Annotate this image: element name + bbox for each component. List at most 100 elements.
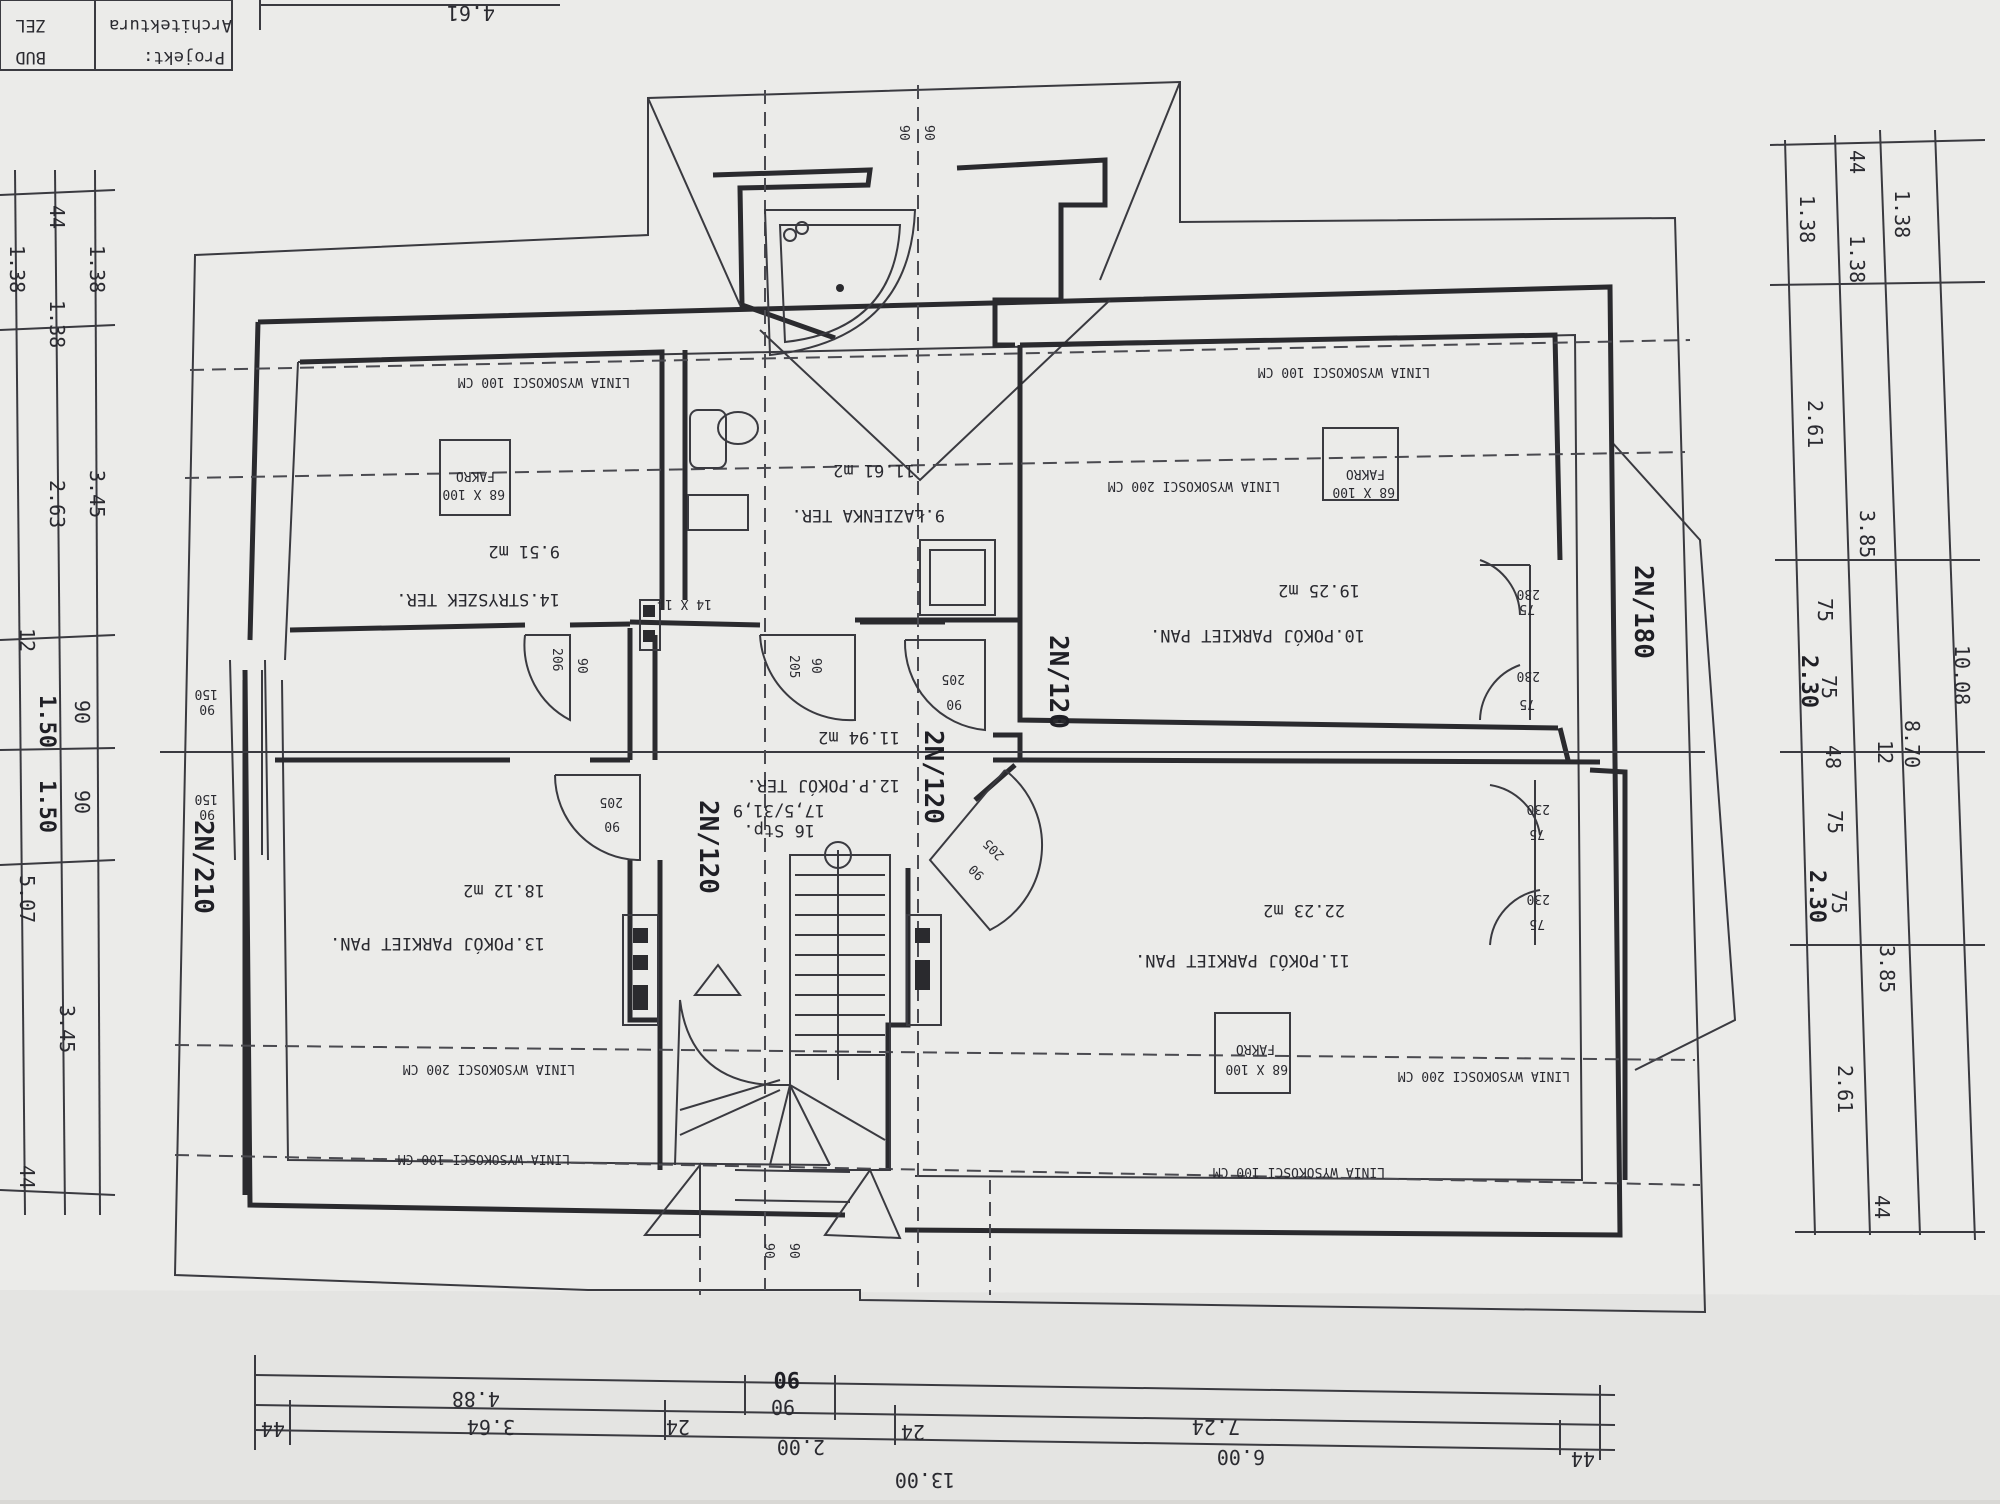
dim-left-138-a: 1.38 (5, 245, 29, 293)
dim-bottom-44-a: 44 (261, 1417, 285, 1441)
room-labels: 9.ŁAZIENKA TER. 11.61 m2 10.POKÓJ PARKIE… (330, 460, 1365, 972)
left-dimensions: 1.38 1.38 1.38 44 3.45 2.63 12 1.50 1.50… (0, 169, 116, 1216)
dim-right-138-a: 1.38 (1890, 190, 1914, 238)
room9-name: 9.ŁAZIENKA TER. (791, 505, 945, 525)
room11-name: 11.POKÓJ PARKIET PAN. (1135, 950, 1350, 972)
dim-left-345-b: 3.45 (55, 1005, 79, 1053)
dim-left-90-b: 90 (70, 790, 94, 814)
title-bud-label: BUD (15, 47, 46, 67)
dim-left-138-b: 1.38 (45, 300, 69, 348)
door-w90-c: 90 (946, 696, 962, 711)
dim-bottom-44-b: 44 (1571, 1447, 1595, 1471)
dim-left-150-b: 1.50 (34, 780, 59, 833)
room10-name: 10.POKÓJ PARKIET PAN. (1150, 625, 1365, 647)
dim-right-138-c: 1.38 (1795, 195, 1819, 243)
dim-right-385-b: 3.85 (1875, 945, 1899, 993)
dim-right-44-a: 44 (1845, 150, 1869, 174)
dim-right-261-a: 2.61 (1803, 400, 1827, 448)
dim-right-75-d: 75 (1827, 890, 1851, 914)
dim-bottom-200: 2.00 (777, 1435, 825, 1459)
dim-left-44: 44 (45, 205, 69, 229)
title-architecture-label: Architektura (109, 15, 232, 35)
dim-left-12: 12 (15, 628, 39, 652)
dim-bottom-724: 7.24 (1192, 1415, 1240, 1439)
dim-bottom-90-b: 90 (771, 1395, 795, 1419)
dim-bottom-90-a: 90 (774, 1366, 801, 1391)
door-h230-d: 230 (1527, 891, 1550, 906)
title-zel-label: ZEL (15, 15, 46, 35)
dim-right-75-a: 75 (1813, 598, 1837, 622)
room10-walls (1017, 332, 1571, 761)
dim-left-44-b: 44 (15, 1165, 39, 1189)
stair-rise: 17,5/31,9 (733, 800, 825, 820)
paper-lower-band (0, 1290, 2000, 1500)
skylight-room10 (1322, 427, 1399, 501)
door-h205-d: 205 (600, 794, 623, 809)
roof-outline (173, 80, 1707, 1314)
room10-area: 19.25 m2 (1278, 580, 1360, 600)
door-w75-b: 75 (1519, 696, 1535, 711)
door-h205-b: 205 (786, 655, 801, 678)
door-w90-f: 90 (199, 701, 215, 716)
dim-right-870: 8.70 (1900, 720, 1924, 768)
dim-bottom-24-b: 24 (901, 1420, 925, 1444)
dim-right-75-b: 75 (1817, 675, 1841, 699)
gable-outline (1609, 439, 1737, 1071)
dim-left-90-a: 90 (70, 700, 94, 724)
dim-right-230-a: 2.30 (1796, 655, 1821, 708)
dim-right-48: 48 (1821, 745, 1845, 769)
door-h150-g: 150 (195, 791, 218, 806)
skylight-room11-brand: FAKRO (1236, 1041, 1275, 1056)
dim-bottom-364: 3.64 (467, 1415, 515, 1439)
height-line-200-room11: LINIA WYSOKOSCI 200 CM (1398, 1068, 1570, 1083)
bathroom-fixtures (687, 209, 996, 616)
dim-bottom-24-a: 24 (666, 1415, 690, 1439)
bathroom-bay-walls (712, 157, 1108, 348)
door-w90-d: 90 (604, 818, 620, 833)
height-line-200-room10: LINIA WYSOKOSCI 200 CM (1108, 478, 1280, 493)
height-line-100-room13: LINIA WYSOKOSCI 100 CM (398, 1151, 570, 1166)
stair-hall-walls (627, 628, 663, 1170)
room13-walls (242, 680, 630, 1195)
dim-right-75-c: 75 (1823, 810, 1847, 834)
dim-bottom-600: 6.00 (1217, 1445, 1265, 1469)
height-line-100-room11: LINIA WYSOKOSCI 100 CM (1213, 1164, 1385, 1179)
bay-w90-a: 90 (896, 125, 911, 141)
skylight-room11 (1214, 1012, 1291, 1094)
dim-bottom-488: 4.88 (452, 1387, 500, 1411)
vent-size: 14 X 14 (657, 596, 712, 611)
dim-right-230-b: 2.30 (1804, 870, 1829, 923)
title-project-label: Projekt: (143, 47, 225, 67)
door-labels: 2N/120 2N/120 2N/120 2N/180 2N/210 90 20… (188, 125, 1658, 1259)
door-h230-c: 230 (1527, 801, 1550, 816)
door-w90-g: 90 (199, 806, 215, 821)
height-line-100-room10: LINIA WYSOKOSCI 100 CM (1258, 364, 1430, 379)
door-h150-f: 150 (195, 686, 218, 701)
room13-area: 18.12 m2 (463, 880, 545, 900)
dim-left-507: 5.07 (15, 875, 39, 923)
bathroom-bay-diagonals (647, 81, 1181, 482)
skylight-labels: 68 X 100 FAKRO 68 X 100 FAKRO 68 X 100 F… (442, 466, 1395, 1076)
room12-name: 12.P.POKÓJ TER. (746, 775, 900, 797)
door-2n210: 2N/210 (188, 820, 218, 914)
room13-name: 13.POKÓJ PARKIET PAN. (330, 933, 545, 955)
dim-right-385-a: 3.85 (1855, 510, 1879, 558)
dim-right-1008: 10.08 (1950, 645, 1974, 705)
room11-area: 22.23 m2 (1263, 900, 1345, 920)
title-block: Projekt: Architektura BUD ZEL 4.61 (0, 0, 560, 71)
entry-w90-b: 90 (786, 1243, 801, 1259)
dim-right-12: 12 (1873, 740, 1897, 764)
staircase (642, 841, 902, 1240)
door-w75-c: 75 (1529, 826, 1545, 841)
skylight-room14-size: 68 X 100 (442, 486, 505, 501)
door-swings (229, 559, 1541, 946)
skylight-room14-brand: FAKRO (456, 468, 495, 483)
bottom-dimensions: 13.00 6.00 7.24 4.88 3.64 2.00 90 90 44 … (254, 1355, 1616, 1492)
chimney-blocks (622, 599, 942, 1026)
height-line-labels: LINIA WYSOKOSCI 100 CM LINIA WYSOKOSCI 1… (398, 364, 1570, 1179)
door-2n120-room12: 2N/120 (918, 730, 948, 824)
dim-right-261-b: 2.61 (1833, 1065, 1857, 1113)
